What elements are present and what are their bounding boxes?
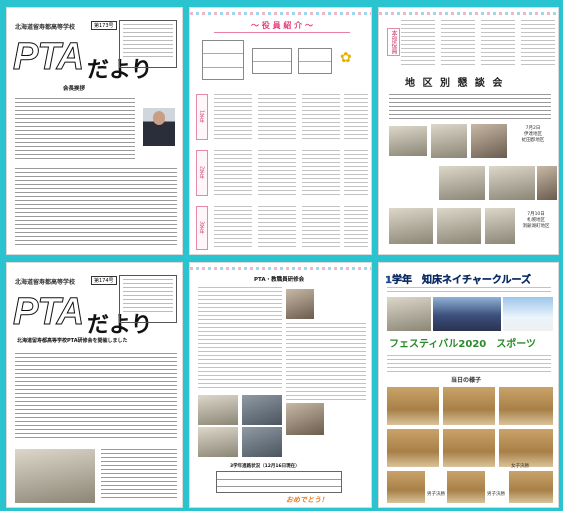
grade-2-col-1: [214, 150, 252, 198]
newsletter-page-training: PTA・教職員研修会 3学年進路状況（12月16日現在） おめでとう！: [189, 262, 372, 508]
meeting-photo-4: [439, 166, 485, 200]
festival-photo-4: [387, 429, 439, 467]
festival-photo-3: [499, 387, 553, 425]
greeting-caption: 会長挨拶: [63, 86, 86, 92]
newsletter-page-officers: ～ 役 員 紹 介 ～ ✿ 1学年 2学年 3学年: [189, 7, 372, 255]
final-label-1: 男子決勝: [427, 492, 445, 497]
training-headline: 北海道留寿都高等学校PTA研修会を開催しました: [17, 338, 128, 344]
officers-chart-middle: [252, 48, 292, 74]
meeting-photo-7: [389, 208, 433, 244]
training-photo-3: [198, 427, 238, 457]
exec-col-4: [521, 20, 555, 68]
masthead-pta: PTA: [12, 36, 84, 79]
grade-2-col-4: [344, 150, 368, 198]
meeting-photo-5: [489, 166, 535, 200]
training-photo-small: [286, 289, 314, 319]
issue-number: 第174号: [91, 276, 117, 285]
cruise-photo-3: [503, 297, 553, 331]
school-name: 北海道留寿都高等学校: [15, 24, 76, 31]
cruise-photo-1: [387, 297, 431, 331]
festival-photo-7: [387, 471, 425, 503]
congratulations-text: おめでとう！: [286, 496, 328, 504]
grade-2-col-2: [258, 150, 296, 198]
dotted-border-top: [190, 12, 371, 15]
meeting-photo-9: [485, 208, 515, 244]
meeting-photo-6: [537, 166, 557, 200]
officers-banner: ～ 役 員 紹 介 ～: [251, 21, 313, 30]
publisher-info-box: [119, 20, 177, 68]
festival-photo-2: [443, 387, 495, 425]
training-text-block: [15, 353, 177, 441]
newsletter-page-174-front: 北海道留寿都高等学校 第174号 PTA だより 北海道留寿都高等学校PTA研修…: [6, 262, 183, 508]
meeting-photo-2: [431, 124, 467, 158]
executive-tab: 本部役員: [387, 28, 400, 56]
career-table-caption: 3学年進路状況（12月16日現在）: [230, 464, 300, 469]
cruise-text: [387, 287, 551, 295]
training-photo: [15, 449, 95, 503]
grade-2-label: 2学年: [196, 150, 208, 196]
masthead-pta: PTA: [12, 291, 84, 334]
greeting-text-block: [15, 98, 135, 162]
festival-text: [387, 355, 551, 375]
training-title: PTA・教職員研修会: [254, 277, 305, 283]
sunflower-icon: ✿: [340, 50, 352, 66]
sports-festival-title: フェスティバル2020 スポーツ: [389, 339, 537, 350]
school-name: 北海道留寿都高等学校: [15, 279, 76, 286]
grade-3-col-4: [344, 206, 368, 250]
notice-text-block: [15, 168, 177, 248]
training-photo-1: [198, 395, 238, 425]
festival-photo-8: [447, 471, 485, 503]
meeting-photo-3: [471, 124, 507, 158]
final-label-2: 男子決勝: [487, 492, 505, 497]
meeting-date-1: 7月2日 伊達地区 虻田郡地区: [521, 126, 545, 143]
final-label-3: 女子決勝: [511, 464, 529, 469]
district-meeting-text: [389, 94, 551, 122]
cruise-photo-2: [433, 297, 501, 331]
district-meeting-title: 地 区 別 懇 談 会: [405, 78, 505, 89]
training-side-text: [101, 449, 177, 501]
meeting-date-2: 7月10日 札幌地区 洞爺湖町地区: [522, 212, 550, 229]
grade-1-label: 1学年: [196, 94, 208, 140]
event-scene-heading: 当日の様子: [451, 377, 482, 384]
festival-photo-9: [509, 471, 553, 503]
grade-1-col-1: [214, 94, 252, 142]
newsletter-page-events: 1学年 知床ネイチャークルーズ フェスティバル2020 スポーツ 当日の様子 男…: [378, 262, 559, 508]
officers-chart-right: [298, 48, 332, 74]
issue-number: 第173号: [91, 21, 117, 30]
training-col-right: [286, 323, 366, 403]
festival-photo-5: [443, 429, 495, 467]
grade-3-col-3: [302, 206, 340, 250]
president-portrait: [143, 108, 175, 146]
grade-3-col-2: [258, 206, 296, 250]
meeting-photo-1: [389, 126, 427, 156]
banner-underline: [214, 32, 350, 33]
training-photo-5: [286, 403, 324, 435]
exec-col-1: [401, 20, 435, 68]
career-status-table: [216, 471, 342, 493]
grade-3-col-1: [214, 206, 252, 250]
grade-1-col-3: [302, 94, 340, 142]
festival-photo-6: [499, 429, 553, 467]
dotted-border-top: [190, 267, 371, 270]
training-col-left: [198, 287, 282, 391]
dotted-border-top: [379, 12, 558, 15]
newsletter-page-173-front: 北海道留寿都高等学校 第173号 PTA だより 会長挨拶: [6, 7, 183, 255]
grade-1-col-4: [344, 94, 368, 142]
publisher-info-box: [119, 275, 177, 323]
meeting-photo-8: [437, 208, 481, 244]
exec-col-3: [481, 20, 515, 68]
newsletter-page-district-meeting: 本部役員 地 区 別 懇 談 会 7月2日 伊達地区 虻田郡地区 7月10日 札…: [378, 7, 559, 255]
festival-photo-1: [387, 387, 439, 425]
grade-2-col-3: [302, 150, 340, 198]
training-photo-2: [242, 395, 282, 425]
training-photo-4: [242, 427, 282, 457]
exec-col-2: [441, 20, 475, 68]
grade-1-col-2: [258, 94, 296, 142]
grade-3-label: 3学年: [196, 206, 208, 250]
officers-chart-left: [202, 40, 244, 80]
nature-cruise-title: 1学年 知床ネイチャークルーズ: [385, 275, 532, 286]
